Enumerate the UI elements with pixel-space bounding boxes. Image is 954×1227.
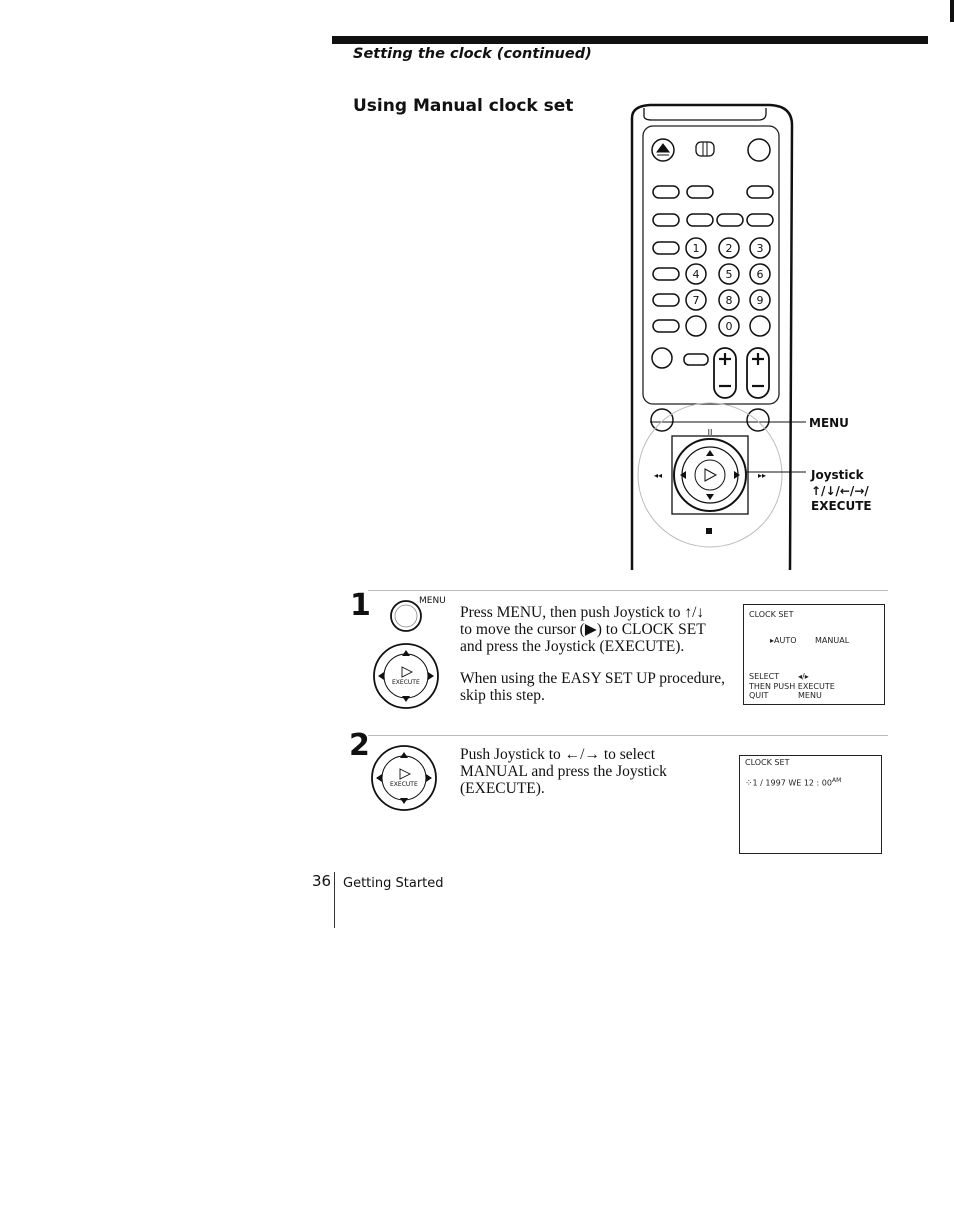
svg-text:4: 4 (693, 268, 700, 281)
screen-title: CLOCK SET (749, 610, 794, 619)
svg-text:II: II (708, 428, 713, 437)
svg-text:7: 7 (693, 294, 700, 307)
svg-text:3: 3 (757, 242, 764, 255)
step1-instruction-line1: Press MENU, then push Joystick to ↑/↓ (460, 604, 705, 621)
eject-button-icon (651, 138, 675, 162)
menu-button-icon (746, 408, 770, 432)
tv-vtr-switch-icon (695, 141, 715, 157)
execute-icon-label: EXECUTE (392, 679, 420, 686)
remote-body (630, 103, 794, 571)
joystick-icon (373, 643, 439, 709)
quit-value: MENU (798, 691, 822, 700)
screen-title: CLOCK SET (745, 758, 790, 767)
header-rule (332, 36, 928, 44)
menu-icon-label: MENU (419, 596, 446, 606)
execute-icon-label: EXECUTE (390, 781, 418, 788)
svg-text:2: 2 (726, 242, 733, 255)
step1-controls-illustration (373, 600, 439, 709)
svg-text:9: 9 (757, 294, 764, 307)
step2-joystick-illustration (371, 745, 437, 811)
page-corner-mark (950, 0, 954, 22)
power-button-icon (747, 138, 771, 162)
execute-callout: EXECUTE (811, 499, 872, 513)
step1-instruction-line3: and press the Joystick (EXECUTE). (460, 638, 685, 655)
digit-buttons (685, 237, 771, 337)
svg-text:0: 0 (726, 320, 733, 333)
joystick-callout: Joystick (811, 468, 864, 482)
step1-instruction-line2: to move the cursor (▶) to CLOCK SET (460, 621, 706, 638)
date-time-value: 1 / 1997 WE 12 : 00 (752, 778, 832, 788)
section-title: Setting the clock (continued) (353, 46, 592, 62)
step1-note-line1: When using the EASY SET UP procedure, (460, 670, 726, 687)
step-number: 1 (350, 588, 371, 623)
remote-control-illustration: 1 2 3 4 5 6 7 8 9 0 II ◂◂ ▸▸ (630, 103, 806, 571)
joystick-icon (371, 745, 437, 811)
step2-instruction-line1: Push Joystick to ←/→ to select (460, 746, 656, 763)
svg-text:◂◂: ◂◂ (654, 471, 662, 480)
footer-section: Getting Started (343, 876, 444, 891)
svg-text:1: 1 (693, 242, 700, 255)
step-divider (368, 735, 888, 736)
quit-label: QUIT (749, 691, 769, 700)
select-label: SELECT (749, 672, 780, 681)
clock-set-screen-step2: CLOCK SET ⁘1 / 1997 WE 12 : 00AM (739, 755, 882, 854)
step2-instruction-line2: MANUAL and press the Joystick (460, 763, 667, 780)
ampm-indicator: AM (831, 777, 842, 784)
option-manual: MANUAL (815, 636, 850, 645)
svg-text:▸▸: ▸▸ (758, 471, 766, 480)
step1-note-line2: skip this step. (460, 687, 545, 704)
svg-text:8: 8 (726, 294, 733, 307)
menu-button-icon (390, 600, 422, 632)
page-number: 36 (312, 872, 332, 890)
select-value: ◂/▸ (798, 672, 809, 681)
step-number: 2 (349, 728, 370, 763)
svg-text:6: 6 (757, 268, 764, 281)
channel-rocker-icon (713, 347, 737, 399)
svg-text:5: 5 (726, 268, 733, 281)
then-text: THEN PUSH EXECUTE (749, 682, 835, 691)
date-time-line: ⁘1 / 1997 WE 12 : 00AM (745, 776, 841, 789)
clock-set-screen-step1: CLOCK SET ▸AUTO MANUAL SELECT ◂/▸ THEN P… (743, 604, 885, 705)
button-panel (642, 125, 780, 405)
volume-rocker-icon (746, 347, 770, 399)
footer-divider (334, 872, 335, 928)
joystick-arrows-callout: ↑/↓/←/→/ (811, 484, 869, 498)
option-auto: ▸AUTO (770, 636, 797, 645)
blinking-cursor-icon: ⁘ (745, 778, 753, 789)
step2-instruction-line3: (EXECUTE). (460, 780, 545, 797)
joystick-icon (673, 438, 747, 512)
step-divider (368, 590, 888, 591)
menu-callout: MENU (809, 416, 849, 430)
page-heading: Using Manual clock set (353, 96, 574, 116)
